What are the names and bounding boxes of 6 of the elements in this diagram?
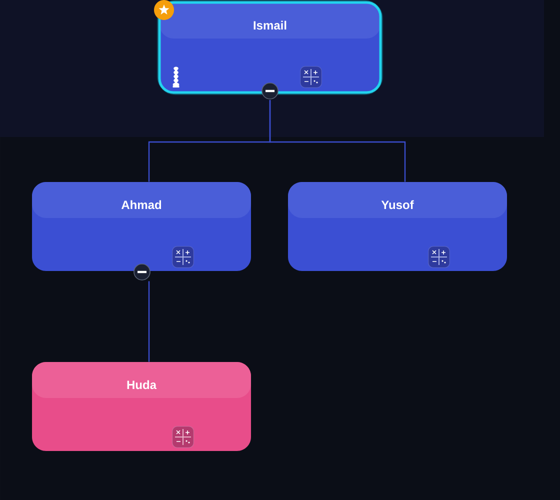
card: Huda [32, 362, 251, 451]
card: Ahmad [32, 182, 251, 271]
card: Ismail [157, 0, 383, 95]
connector-line [269, 100, 406, 182]
card: Yusof [288, 182, 507, 271]
connector-line [148, 281, 150, 362]
